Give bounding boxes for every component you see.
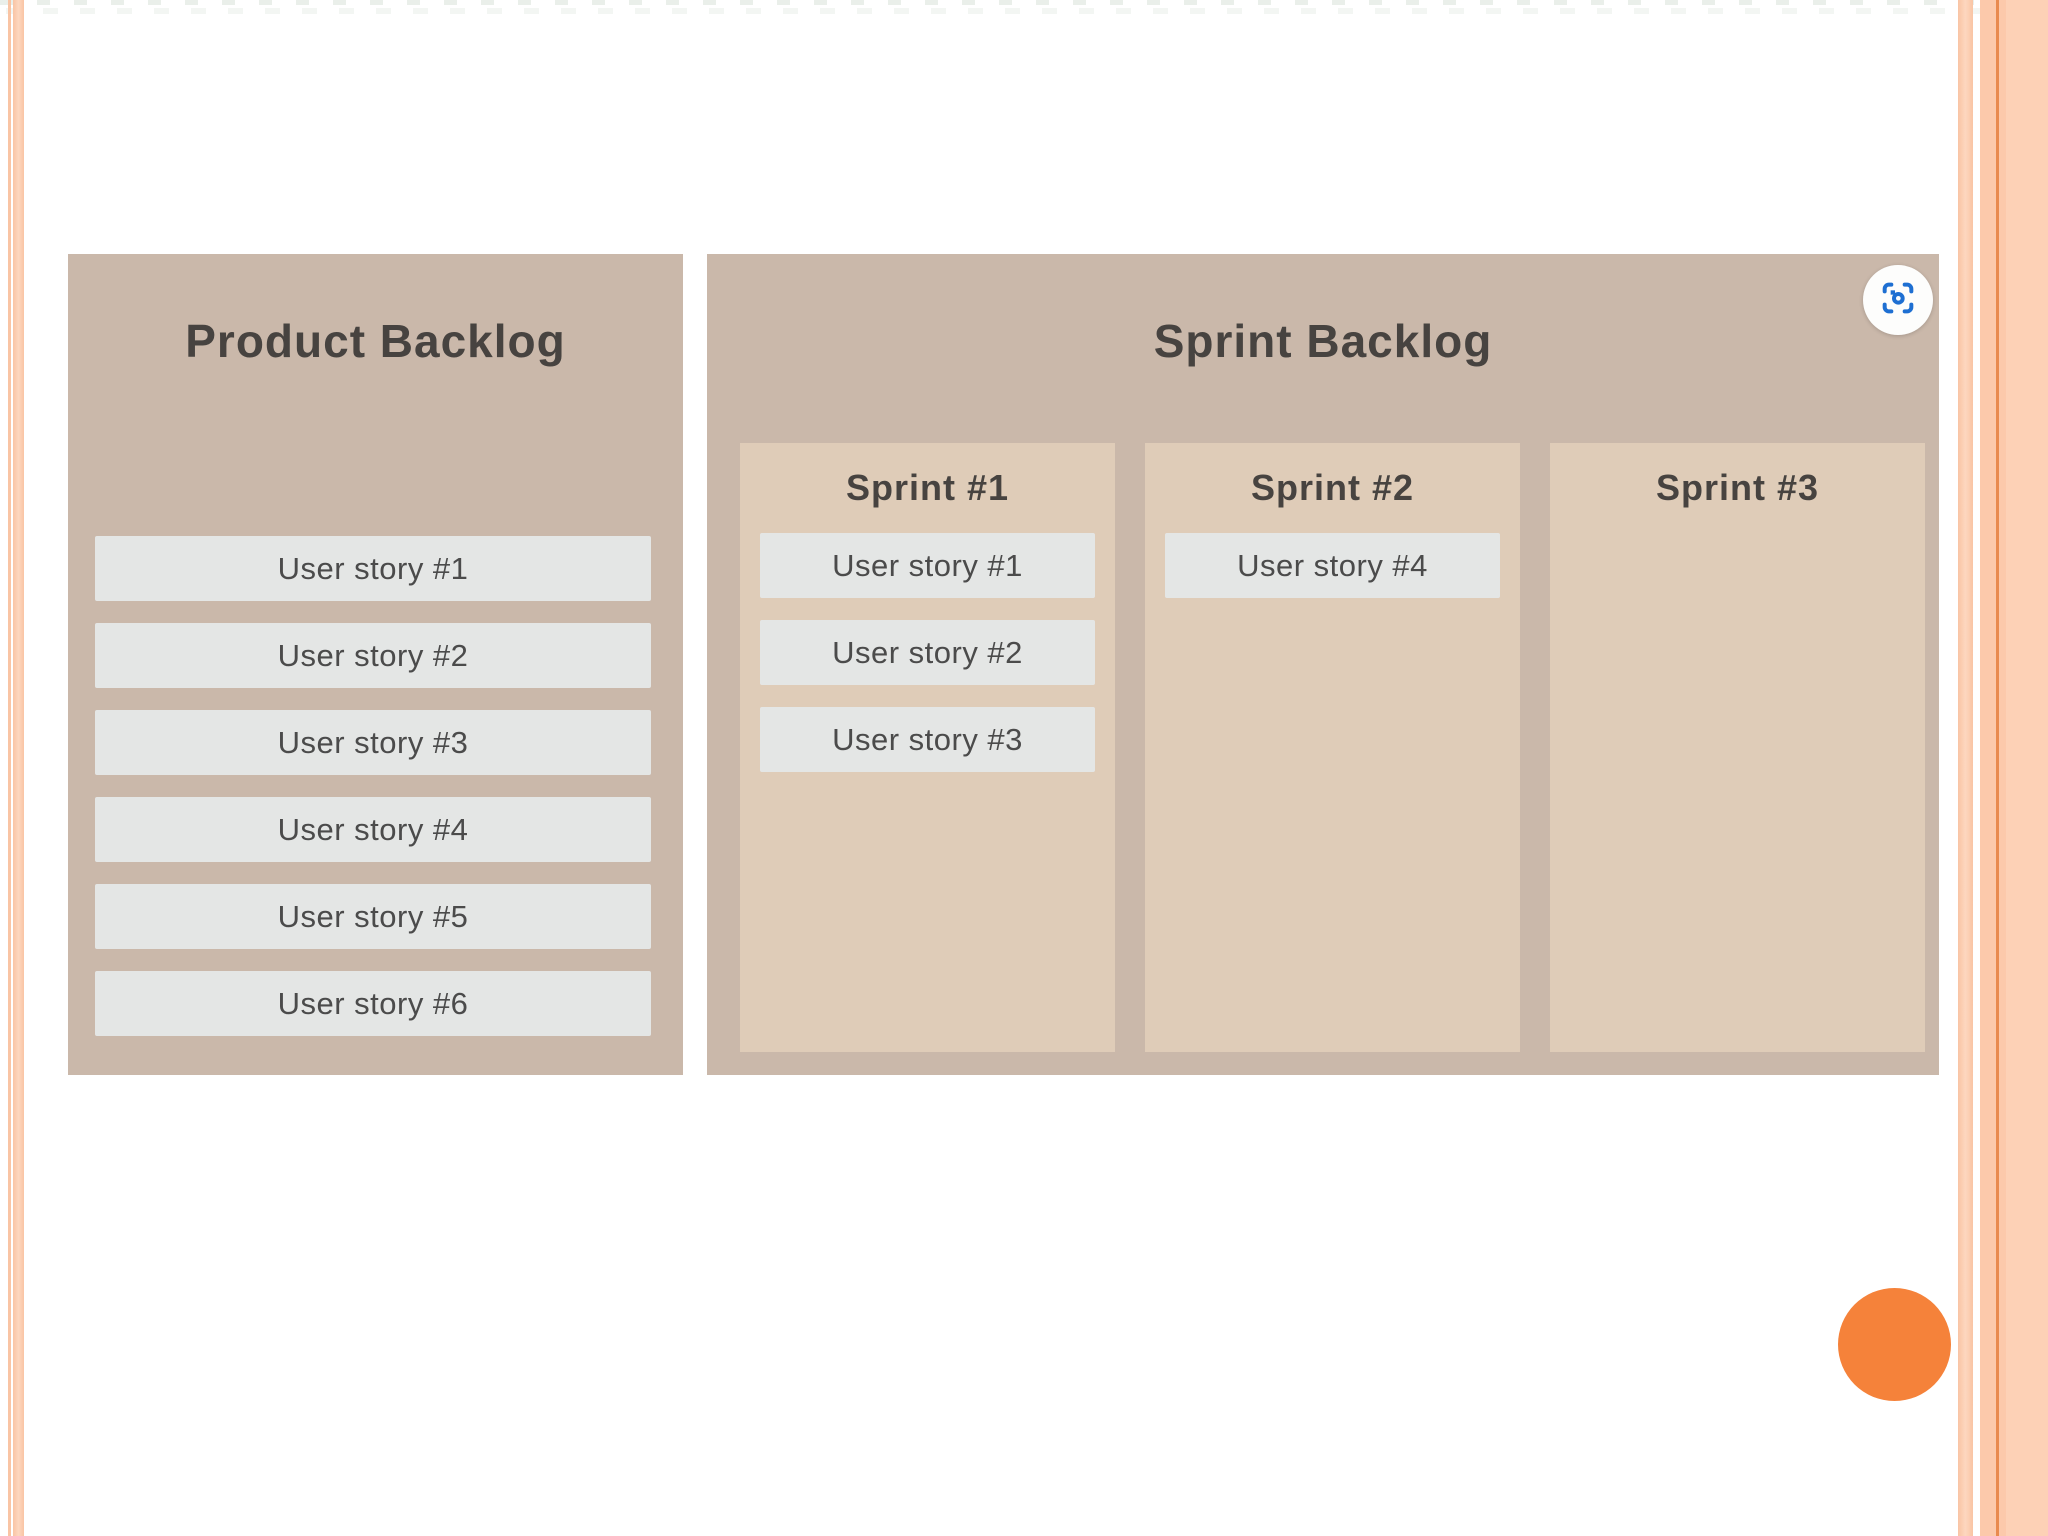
user-story-card: User story #5 [95,884,651,949]
screenshot-focus-icon [1878,278,1918,323]
sprint-1-column: Sprint #1 User story #1 User story #2 Us… [740,443,1115,1052]
screenshot-capture-button[interactable] [1863,265,1933,335]
sprint-2-list: User story #4 [1165,533,1500,598]
product-backlog-title: Product Backlog [185,315,566,367]
sprint-1-title: Sprint #1 [845,467,1010,508]
right-border-band-line [1996,0,1999,1536]
user-story-card: User story #6 [95,971,651,1036]
right-border-band-highlight [2006,0,2048,1536]
sprint-1-list: User story #1 User story #2 User story #… [760,533,1095,772]
sprint-2-column: Sprint #2 User story #4 [1145,443,1520,1052]
product-backlog-panel: Product Backlog User story #1 User story… [68,254,683,1075]
sprint-backlog-title: Sprint Backlog [1153,315,1493,367]
user-story-card: User story #1 [95,536,651,601]
accent-circle [1838,1288,1951,1401]
product-backlog-list: User story #1 User story #2 User story #… [95,536,651,1036]
sprint-3-column: Sprint #3 [1550,443,1925,1052]
left-border-stripe-thin [8,0,11,1536]
right-border-stripe-thin [1958,0,1973,1536]
user-story-card: User story #2 [95,623,651,688]
sprint-columns: Sprint #1 User story #1 User story #2 Us… [740,443,1925,1052]
sprint-backlog-panel: Sprint Backlog Sprint #1 User story #1 U… [707,254,1939,1075]
sprint-3-title: Sprint #3 [1655,467,1820,508]
user-story-card: User story #1 [760,533,1095,598]
left-border-stripe-wide [13,0,24,1536]
user-story-card: User story #4 [1165,533,1500,598]
user-story-card: User story #2 [760,620,1095,685]
user-story-card: User story #4 [95,797,651,862]
user-story-card: User story #3 [95,710,651,775]
top-cutoff-glyphs-row-1 [0,0,2048,5]
sprint-2-title: Sprint #2 [1250,467,1415,508]
top-cutoff-glyphs-row-2 [6,8,2048,14]
user-story-card: User story #3 [760,707,1095,772]
